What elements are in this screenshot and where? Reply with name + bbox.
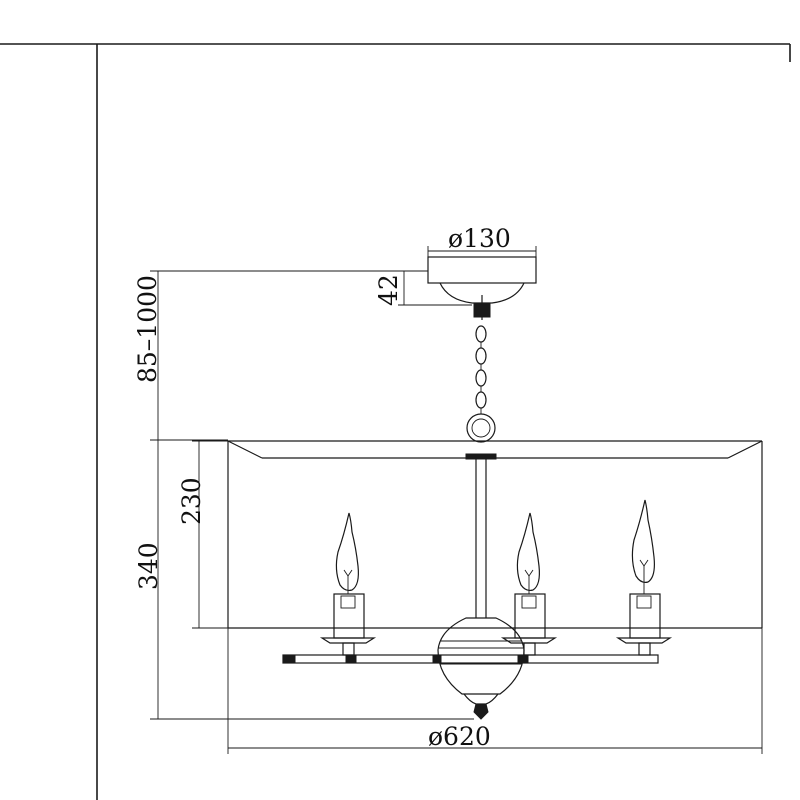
- dim-body-height: 340: [134, 440, 474, 720]
- drawing-frame: [0, 43, 791, 800]
- candle-center: [500, 512, 558, 656]
- dim-drop-range: 85–1000: [133, 270, 398, 441]
- dim-canopy-height: 42: [374, 270, 472, 306]
- canopy-height-label: 42: [374, 274, 403, 306]
- lamp-shade: [227, 440, 763, 629]
- dim-shade-height: 230: [177, 440, 228, 629]
- dim-shade-diameter: ø620: [227, 628, 763, 754]
- candle-right: [615, 499, 673, 656]
- candle-arm-bar: [282, 654, 659, 664]
- candle-left: [319, 512, 377, 656]
- dim-canopy-diameter: ø130: [427, 224, 537, 257]
- body-height-label: 340: [134, 542, 163, 590]
- central-stem: [475, 459, 487, 618]
- drop-range-label: 85–1000: [133, 275, 162, 383]
- central-hub: [437, 617, 525, 720]
- shade-diameter-label: ø620: [428, 722, 491, 751]
- shade-height-label: 230: [177, 477, 206, 525]
- canopy-diameter-label: ø130: [448, 224, 511, 253]
- ceiling-canopy: [427, 256, 537, 320]
- chain: [466, 325, 496, 443]
